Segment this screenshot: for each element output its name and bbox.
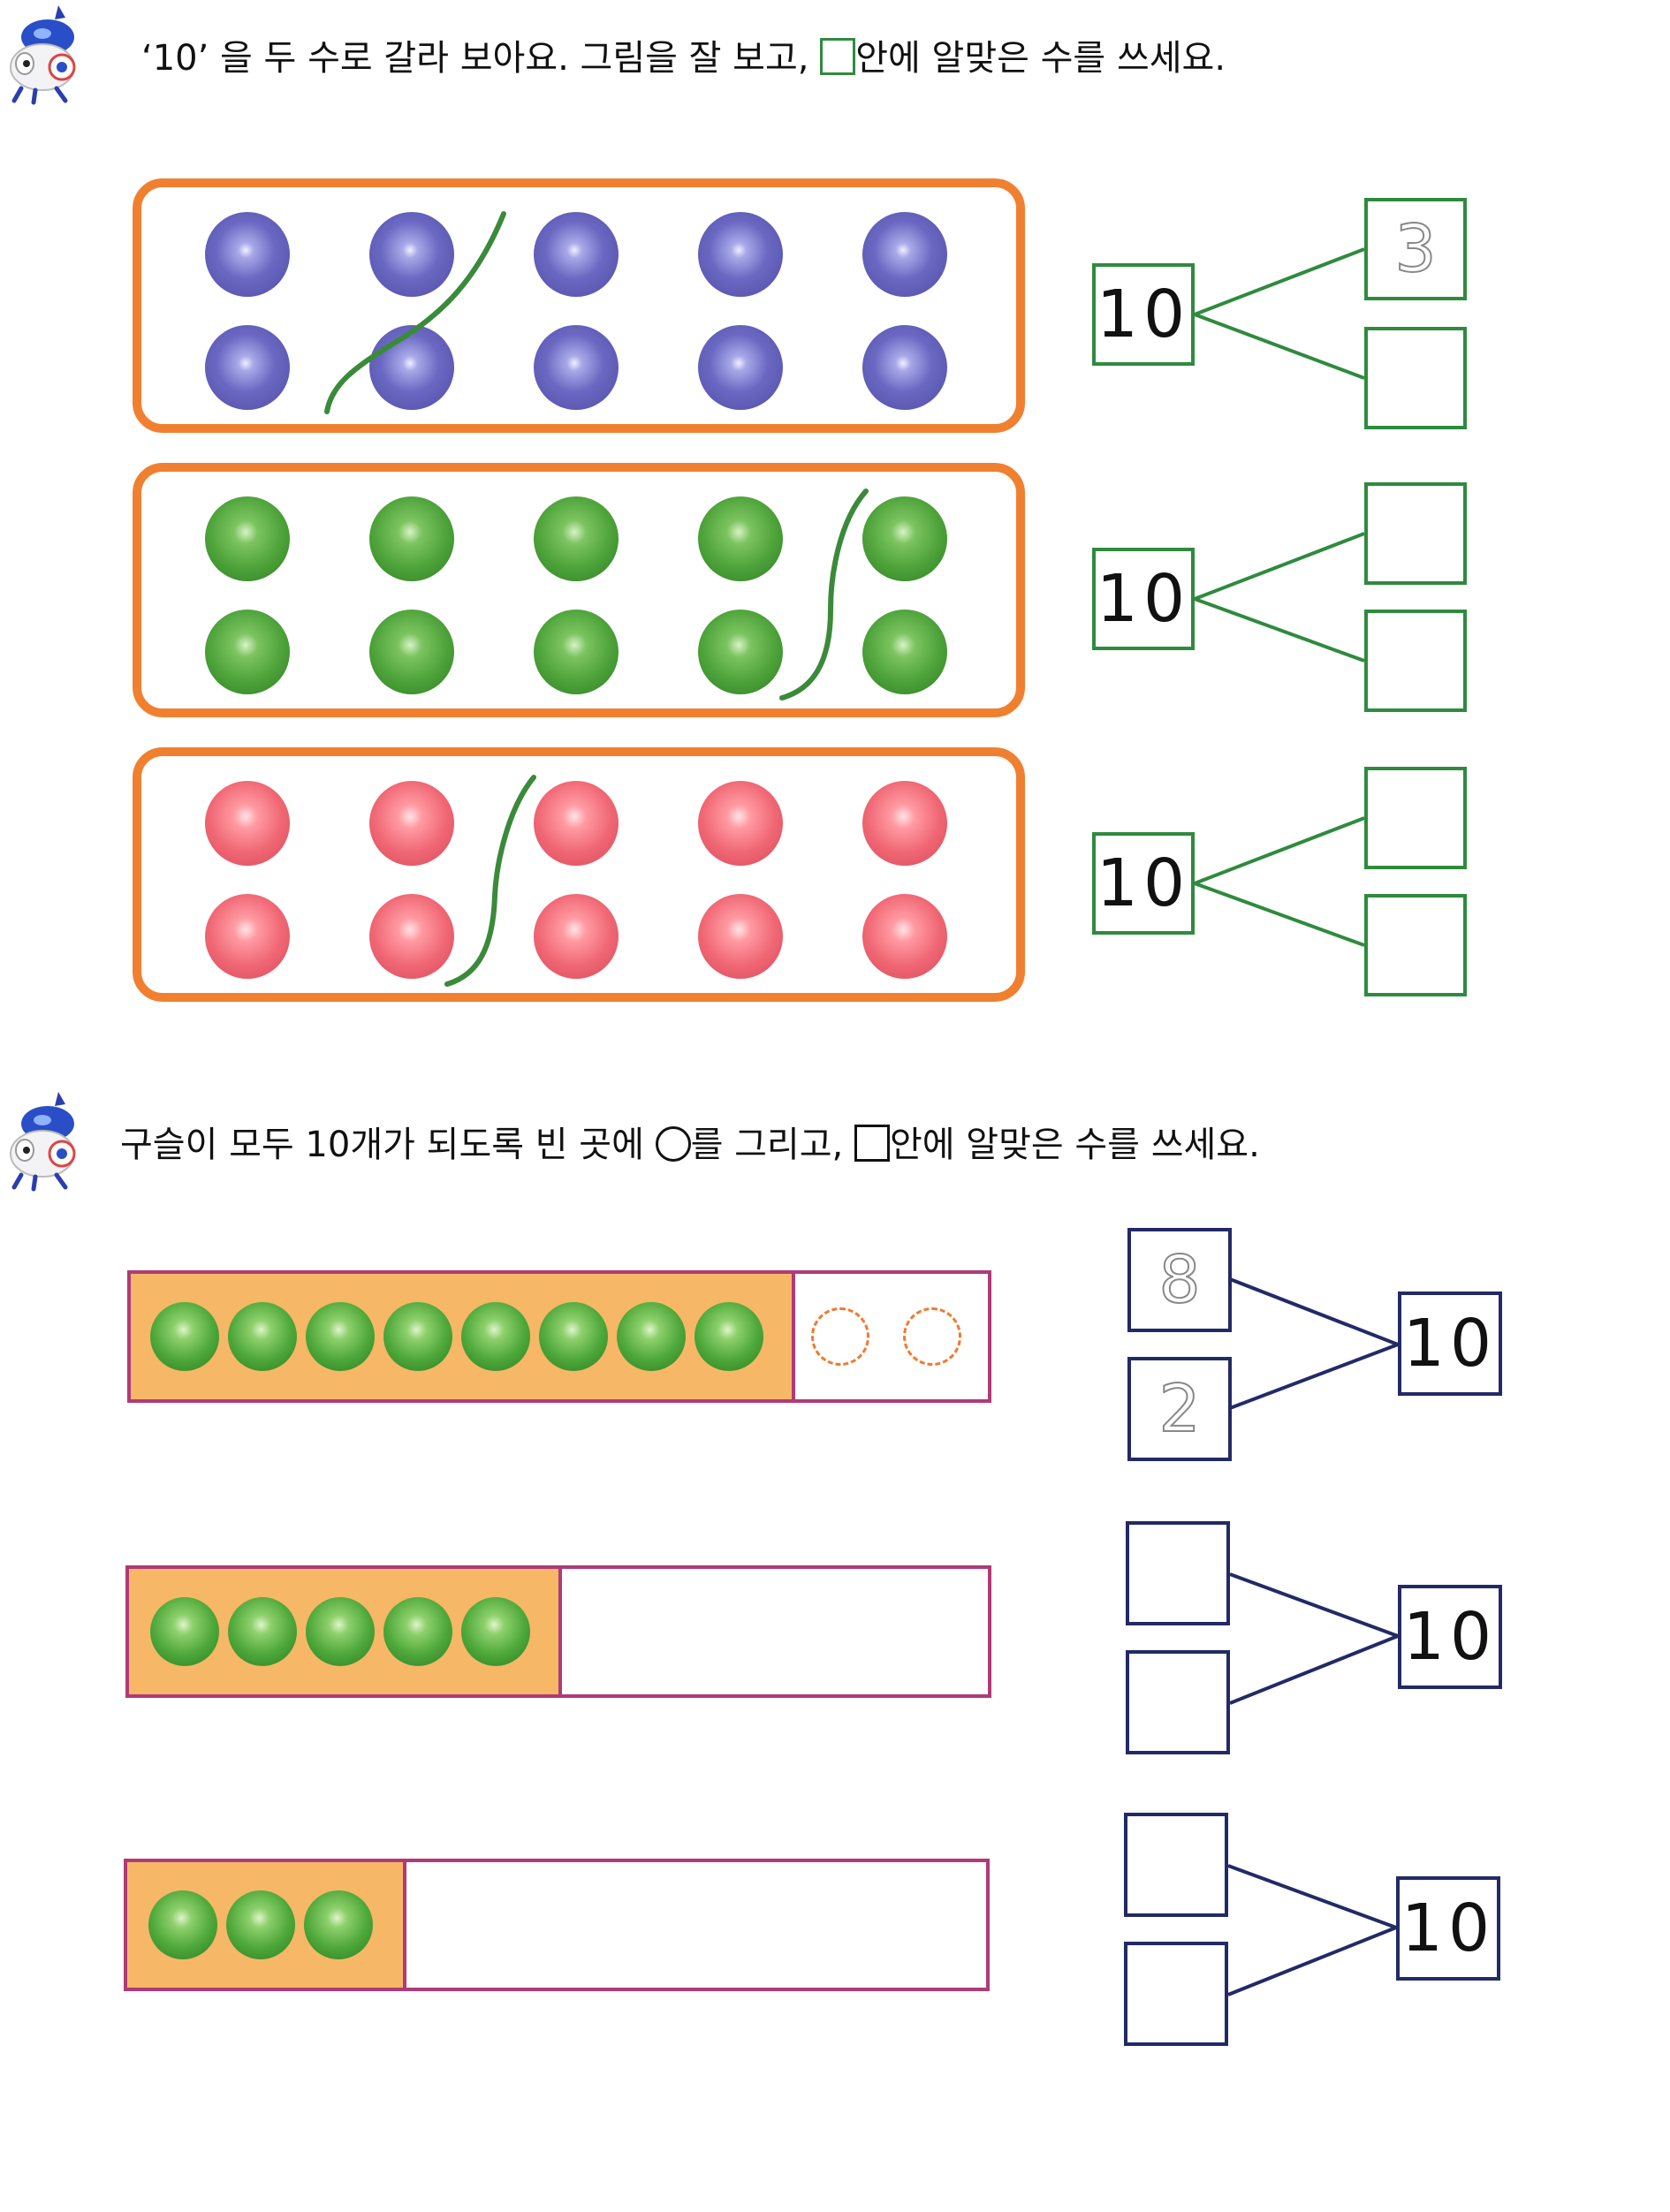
answer-box-top[interactable]: 3 — [1364, 198, 1467, 300]
total-box: 10 — [1092, 263, 1195, 366]
empty-circle[interactable] — [811, 1307, 869, 1366]
bead — [698, 610, 783, 694]
green-bead — [306, 1302, 375, 1371]
green-bead — [539, 1302, 608, 1371]
bead — [205, 496, 290, 581]
bead-bar — [124, 1859, 990, 1991]
bead — [369, 325, 454, 410]
empty-circle[interactable] — [903, 1307, 961, 1366]
mascot-icon — [10, 5, 76, 105]
bead — [698, 781, 783, 866]
total-box: 10 — [1092, 548, 1195, 650]
circle-icon — [655, 1126, 691, 1162]
total-number: 10 — [1402, 1599, 1498, 1675]
bead — [369, 610, 454, 694]
section1-instruction: ‘10’ 을 두 수로 갈라 보아요. 그림을 잘 보고, 안에 알맞은 수를 … — [141, 37, 1226, 80]
bead — [534, 610, 619, 694]
section2-instruction-text-b: 를 그리고, — [690, 1125, 854, 1165]
bead — [862, 781, 947, 866]
answer-box-icon — [820, 38, 856, 75]
section2-instruction-text-c: 안에 알맞은 수를 쓰세요. — [889, 1125, 1260, 1165]
answer-box-icon — [854, 1125, 890, 1162]
section1-instruction-text-b: 안에 알맞은 수를 쓰세요. — [855, 38, 1226, 79]
traced-number: 8 — [1158, 1241, 1201, 1319]
section1-instruction-text-a: ‘10’ 을 두 수로 갈라 보아요. 그림을 잘 보고, — [141, 38, 821, 79]
total-box: 10 — [1398, 1585, 1502, 1689]
bead — [698, 325, 783, 410]
green-bead — [148, 1890, 217, 1959]
divider-stroke — [444, 775, 536, 987]
bond-lines — [1194, 247, 1365, 947]
answer-box-bottom[interactable] — [1364, 610, 1467, 712]
total-number: 10 — [1096, 845, 1191, 921]
bead — [698, 212, 783, 297]
bead — [862, 894, 947, 979]
bead — [862, 610, 947, 694]
green-bead — [383, 1597, 452, 1666]
bead — [205, 781, 290, 866]
bead — [534, 212, 619, 297]
total-number: 10 — [1401, 1890, 1496, 1966]
bead — [205, 610, 290, 694]
green-bead — [228, 1597, 297, 1666]
answer-box-top[interactable]: 8 — [1127, 1228, 1232, 1332]
divider-stroke — [324, 211, 506, 414]
bead — [369, 894, 454, 979]
green-bead — [228, 1302, 297, 1371]
traced-number: 3 — [1393, 210, 1437, 288]
section2-instruction-text-a: 구슬이 모두 10개가 되도록 빈 곳에 — [120, 1125, 656, 1165]
bead — [369, 781, 454, 866]
bond-lines — [1227, 1277, 1399, 1996]
bead — [534, 894, 619, 979]
bead — [205, 894, 290, 979]
total-number: 10 — [1096, 276, 1191, 352]
bead — [698, 496, 783, 581]
green-bead — [306, 1597, 375, 1666]
green-bead — [150, 1302, 219, 1371]
traced-number: 2 — [1158, 1370, 1201, 1448]
total-number: 10 — [1402, 1306, 1498, 1382]
bead — [534, 325, 619, 410]
bead — [369, 212, 454, 297]
total-box: 10 — [1398, 1292, 1502, 1396]
answer-box-bottom[interactable] — [1364, 327, 1467, 429]
answer-box-top[interactable] — [1124, 1813, 1228, 1917]
answer-box-top[interactable] — [1364, 767, 1467, 869]
total-number: 10 — [1096, 561, 1191, 637]
green-bead — [383, 1302, 452, 1371]
green-bead — [695, 1302, 763, 1371]
answer-box-bottom[interactable] — [1364, 894, 1467, 996]
divider-stroke — [779, 489, 869, 701]
bead — [534, 496, 619, 581]
bead — [369, 496, 454, 581]
green-bead — [304, 1890, 373, 1959]
mascot-icon — [10, 1092, 76, 1192]
green-bead — [226, 1890, 295, 1959]
answer-box-bottom[interactable] — [1124, 1942, 1228, 2046]
green-bead — [150, 1597, 219, 1666]
answer-box-top[interactable] — [1126, 1521, 1230, 1625]
total-box: 10 — [1092, 832, 1195, 935]
bead — [205, 325, 290, 410]
total-box: 10 — [1396, 1876, 1500, 1981]
green-bead — [461, 1302, 530, 1371]
section2-instruction: 구슬이 모두 10개가 되도록 빈 곳에 를 그리고, 안에 알맞은 수를 쓰세… — [120, 1124, 1260, 1166]
green-bead — [617, 1302, 686, 1371]
bead — [862, 496, 947, 581]
bead — [534, 781, 619, 866]
bead — [862, 212, 947, 297]
green-bead — [461, 1597, 530, 1666]
answer-box-top[interactable] — [1364, 482, 1467, 585]
bead — [205, 212, 290, 297]
answer-box-bottom[interactable] — [1126, 1650, 1230, 1754]
answer-box-bottom[interactable]: 2 — [1127, 1357, 1232, 1461]
bead — [862, 325, 947, 410]
bead — [698, 894, 783, 979]
